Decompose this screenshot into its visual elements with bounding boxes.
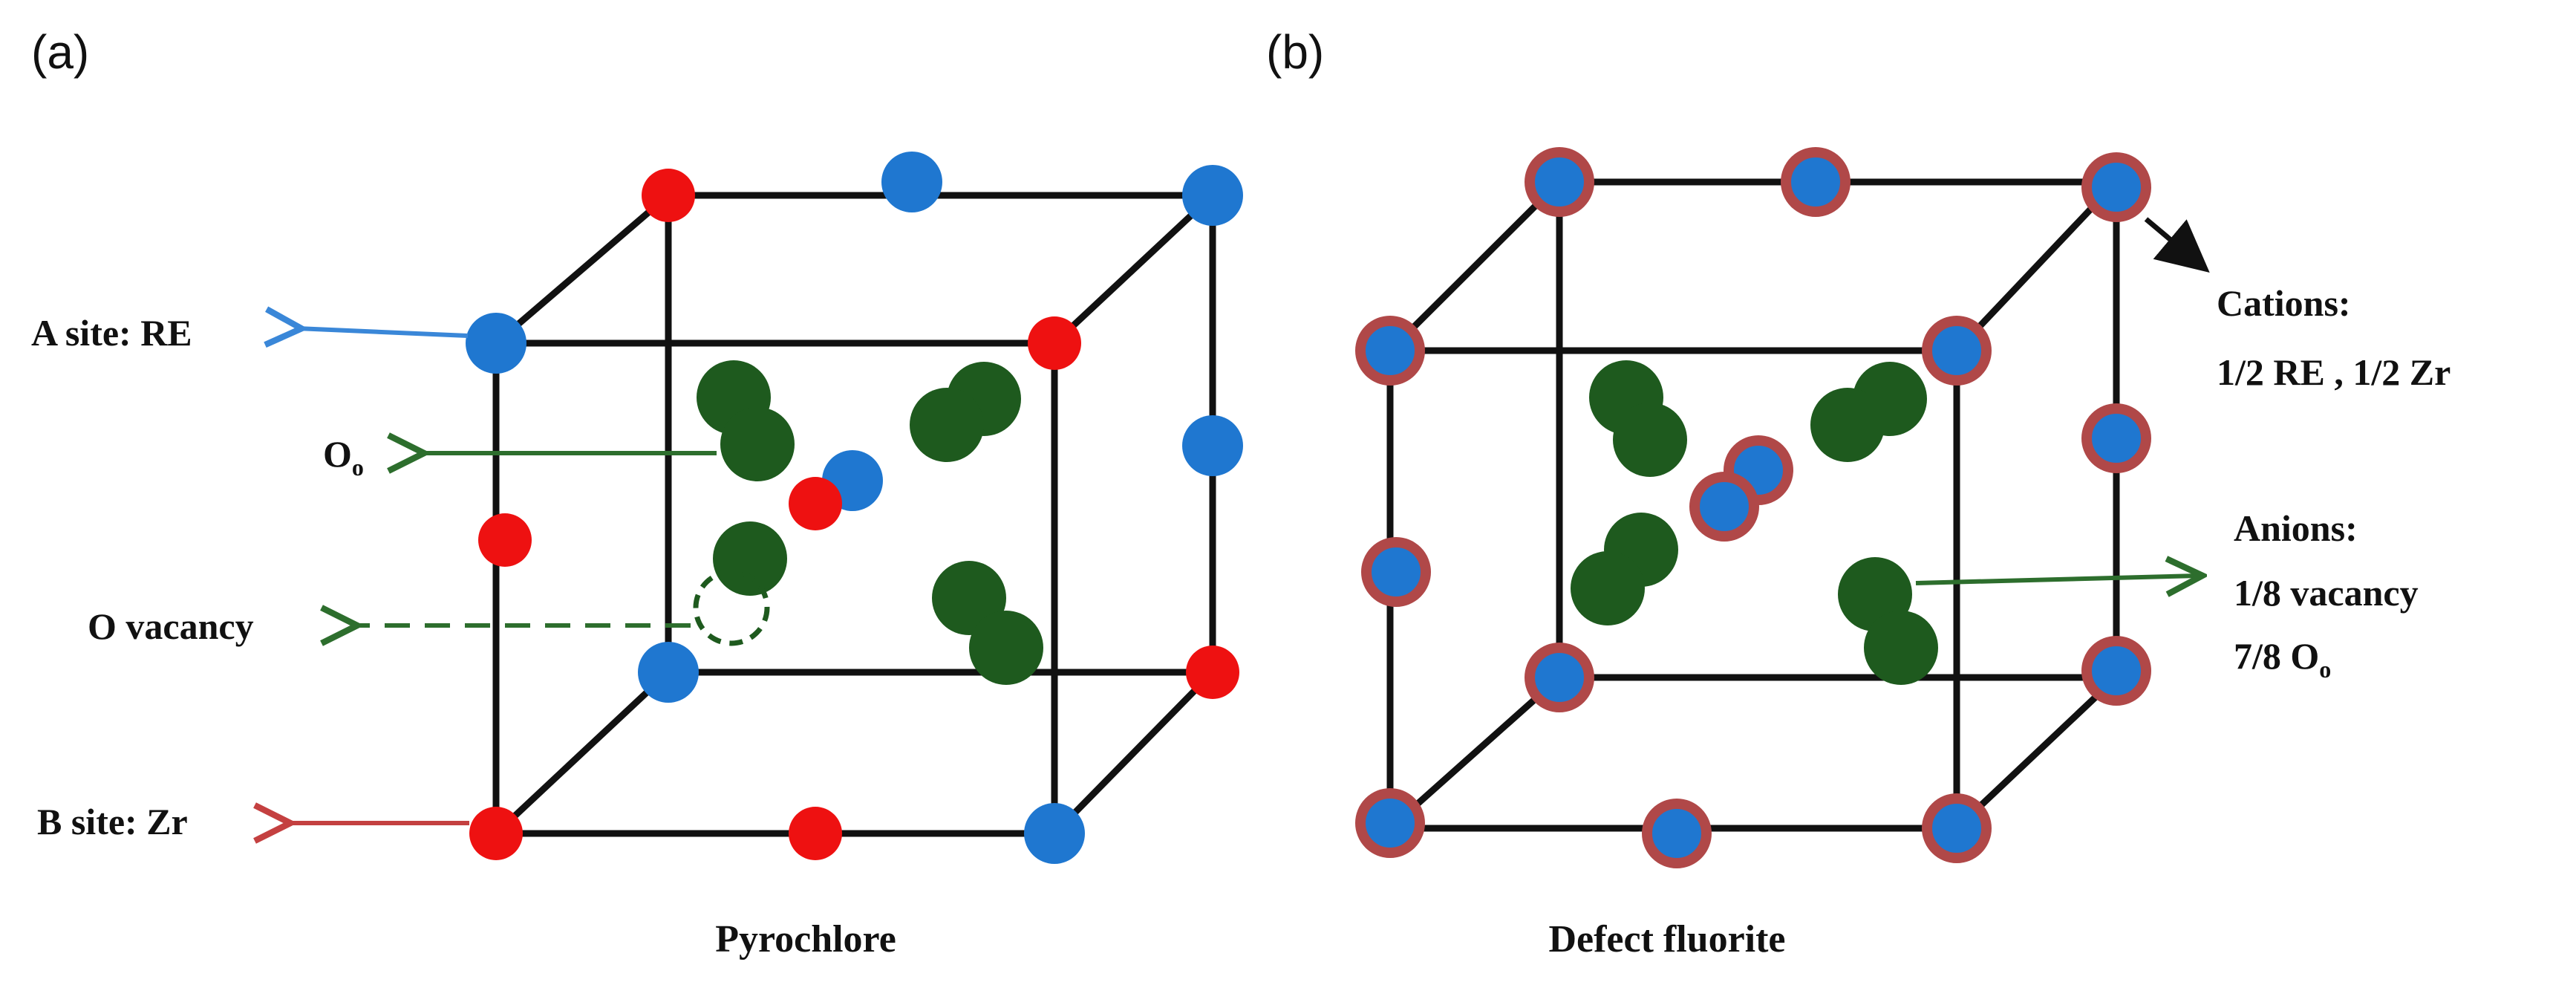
mixed-cation-atom: [1781, 147, 1851, 217]
oxygen-atom: [713, 521, 787, 596]
cations-title: Cations:: [2217, 282, 2351, 324]
a-site-atoms: [466, 152, 1243, 864]
a-site-atom: [1024, 803, 1085, 864]
oxygen-atom: [720, 407, 795, 481]
mixed-cation-atom: [1642, 799, 1712, 868]
pyrochlore-caption: Pyrochlore: [715, 918, 896, 960]
pyrochlore-cube-frame: [492, 192, 1216, 837]
oxygen-label: Oo: [323, 433, 364, 481]
b-site-atom: [478, 513, 532, 567]
anions-vacancy: 1/8 vacancy: [2234, 572, 2419, 614]
oxygen-atom: [1810, 388, 1885, 462]
anions-arrow: [1915, 576, 2198, 583]
mixed-cation-atom: [1525, 643, 1594, 712]
mixed-cation-atom: [1922, 316, 1992, 386]
mixed-cation-atom: [1361, 537, 1431, 607]
a-site-arrow: [297, 328, 469, 336]
anions-oxygen: 7/8 Oo: [2234, 635, 2331, 683]
cations-arrow: [2144, 217, 2210, 273]
mixed-cation-atom: [2081, 636, 2151, 706]
panel-a-tag: (a): [31, 25, 89, 79]
a-site-atom: [881, 152, 942, 212]
cations-detail: 1/2 RE , 1/2 Zr: [2217, 351, 2451, 393]
oxygen-atom: [910, 388, 984, 462]
oxygen-atom: [1864, 611, 1938, 685]
oxygen-atom: [1571, 551, 1645, 625]
mixed-cation-atom: [1922, 793, 1992, 863]
b-site-atom: [469, 807, 523, 860]
b-site-atom: [1028, 316, 1081, 370]
a-site-atom: [1182, 415, 1243, 476]
mixed-cation-atom: [2081, 403, 2151, 473]
b-site-atom: [1186, 646, 1239, 699]
mixed-cation-atom: [1525, 147, 1594, 217]
oxygen-atoms: [697, 360, 1043, 685]
b-site-atoms: [469, 169, 1239, 860]
mixed-cation-atom: [1689, 472, 1759, 542]
oxygen-label-sub: o: [352, 454, 364, 481]
oxygen-vacancy: [693, 569, 770, 646]
b-site-label: B site: Zr: [37, 801, 188, 842]
anions-title: Anions:: [2234, 507, 2358, 549]
mixed-cation-atoms: [1355, 147, 2151, 868]
mixed-cation-atom: [1355, 788, 1425, 858]
oxygen-vacancy-label: O vacancy: [88, 605, 254, 647]
anions-oxygen-main: 7/8 O: [2234, 635, 2319, 677]
a-site-atom: [1182, 165, 1243, 226]
oxygen-atom: [969, 611, 1043, 685]
panel-b: (b): [1266, 25, 2451, 960]
oxygen-atoms-fluorite: [1571, 360, 1938, 685]
mixed-cation-atom: [2081, 152, 2151, 222]
b-site-atom: [789, 807, 842, 860]
a-site-atom: [638, 642, 699, 703]
b-site-atom: [789, 477, 842, 530]
b-site-atom: [642, 169, 695, 222]
defect-fluorite-caption: Defect fluorite: [1548, 918, 1785, 960]
panel-a: (a): [31, 25, 1243, 960]
anions-oxygen-sub: o: [2319, 656, 2331, 683]
oxygen-atom: [1613, 403, 1687, 477]
panel-b-tag: (b): [1266, 25, 1324, 79]
oxygen-label-main: O: [323, 433, 352, 475]
a-site-atom: [466, 313, 526, 374]
a-site-label: A site: RE: [31, 312, 192, 354]
mixed-cation-atom: [1355, 316, 1425, 386]
